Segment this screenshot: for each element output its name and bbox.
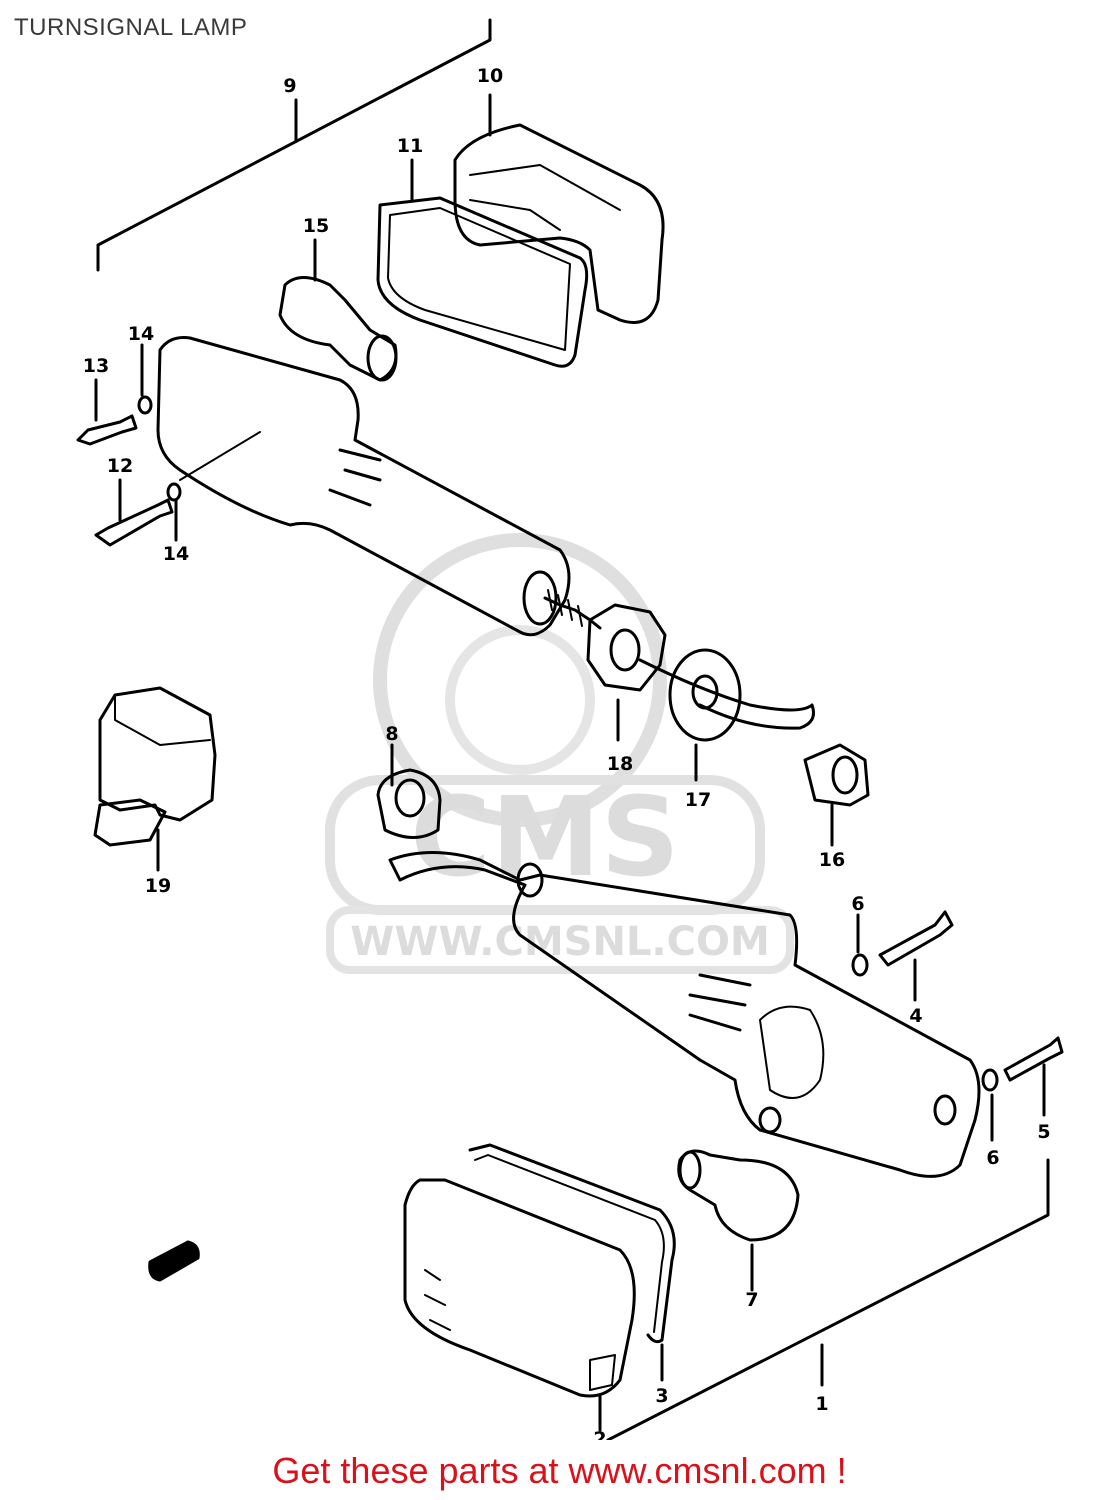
washer-part-17 [638,648,815,782]
callout-7: 7 [745,1289,758,1311]
callout-17: 17 [685,789,711,811]
callout-8: 8 [385,723,398,745]
lower-lens-part-2 [403,1178,636,1432]
washer-part-6-upper [851,913,869,977]
callout-13: 13 [83,355,109,377]
watermark: CMS WWW.CMSNL.COM [325,533,794,974]
footer-link-text[interactable]: Get these parts at www.cmsnl.com ! [272,1450,847,1491]
upper-lens-part-10 [453,93,665,324]
upper-stud-spring [543,589,602,630]
callout-labels: 9 10 11 15 14 13 12 14 8 18 17 16 19 6 4… [83,65,1051,1440]
callout-9: 9 [283,75,296,97]
grommet-part-8 [376,743,442,839]
callout-18: 18 [607,753,633,775]
screw-part-5-upper [878,910,954,1002]
callout-1: 1 [815,1393,828,1415]
exploded-parts-diagram: CMS WWW.CMSNL.COM [76,18,1064,1440]
bracket-part-1 [606,1158,1050,1440]
callout-15: 15 [303,215,329,237]
upper-bulb-part-15 [278,238,398,382]
diagram-title: TURNSIGNAL LAMP [14,14,248,41]
callout-11: 11 [397,135,423,157]
lower-housing [388,851,981,1178]
watermark-mascot-face [445,625,595,775]
lower-gasket-part-3 [468,1143,676,1382]
loose-clip-part [148,1240,200,1282]
grommet-part-16 [803,743,870,847]
callout-14-upper: 14 [128,323,154,345]
callout-6-upper: 6 [851,893,864,915]
washer-part-18 [586,603,667,742]
bracket-part-9 [96,18,492,272]
watermark-brand: CMS [410,773,679,901]
callout-3: 3 [655,1385,668,1407]
callout-6-lower: 6 [986,1147,999,1169]
upper-gasket-part-11 [376,158,589,368]
callout-2: 2 [593,1428,606,1440]
watermark-url-box [326,906,794,974]
washer-part-6-lower [981,1068,999,1142]
callout-14-lower: 14 [163,543,189,565]
screw-part-12 [94,478,174,547]
callout-16: 16 [819,849,845,871]
callout-12: 12 [107,455,133,477]
washer-part-14-lower [166,482,182,542]
watermark-url: WWW.CMSNL.COM [350,919,770,965]
screw-part-5-lower [1003,1036,1064,1117]
upper-housing [156,336,571,637]
washer-part-14-upper [137,343,153,415]
callout-10: 10 [477,65,503,87]
lower-bulb-part-7 [677,1149,800,1292]
screw-part-13 [76,378,138,446]
flasher-relay-part-19 [93,686,217,872]
watermark-mascot-outline [373,533,667,827]
callout-19: 19 [145,875,171,897]
callout-4: 4 [909,1005,922,1027]
callout-5: 5 [1037,1121,1050,1143]
